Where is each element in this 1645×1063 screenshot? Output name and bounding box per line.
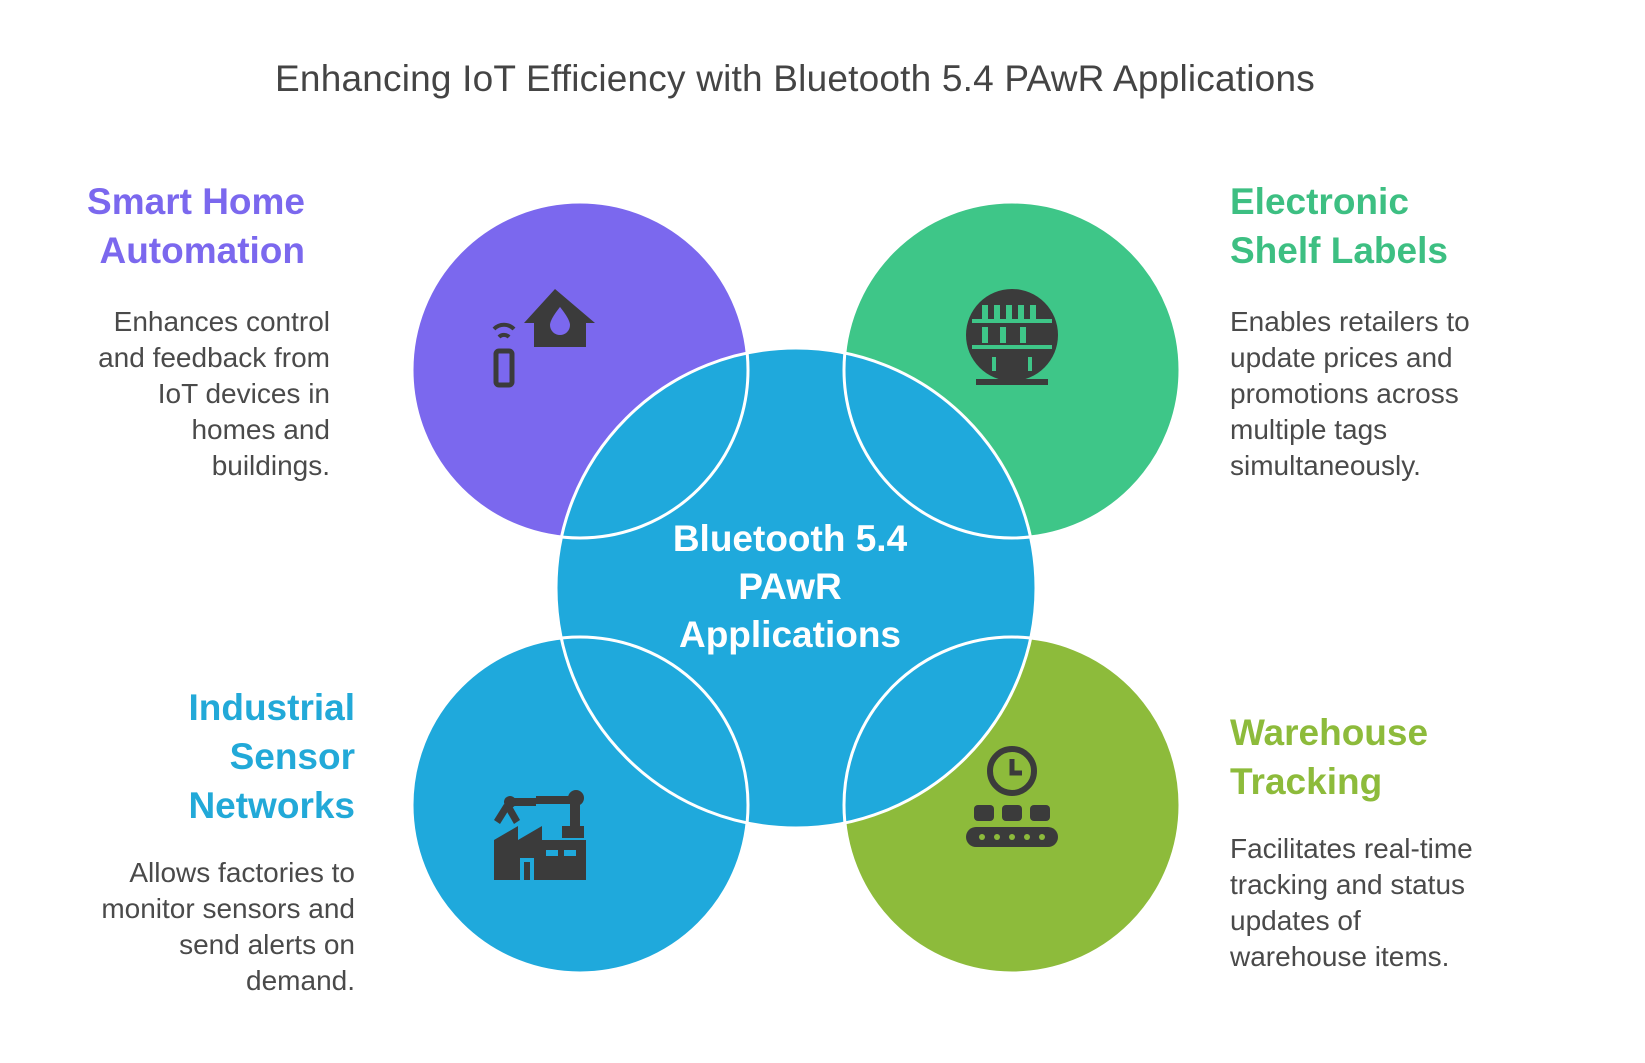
heading-line: Industrial (188, 687, 355, 728)
warehouse-description: Facilitates real-time tracking and statu… (1230, 831, 1570, 975)
description-line: buildings. (211, 450, 330, 481)
center-circle (554, 346, 1038, 830)
heading-line: Networks (188, 785, 355, 826)
smart-home-outline (410, 200, 750, 540)
description-line: updates of (1230, 905, 1361, 936)
description-line: homes and (191, 414, 330, 445)
shelf-labels-outline (842, 200, 1182, 540)
description-line: IoT devices in (157, 378, 330, 409)
description-line: update prices and (1230, 342, 1453, 373)
industrial-heading: Industrial Sensor Networks (55, 683, 355, 830)
description-line: Allows factories to (129, 857, 355, 888)
heading-line: Smart Home (87, 181, 305, 222)
factory-robot-icon (494, 790, 586, 880)
shelf-label-icon (966, 289, 1058, 385)
heading-line: Shelf Labels (1230, 230, 1448, 271)
heading-line: Warehouse (1230, 712, 1429, 753)
heading-line: Tracking (1230, 761, 1383, 802)
warehouse-outline (842, 635, 1182, 975)
diagram-title: Enhancing IoT Efficiency with Bluetooth … (275, 58, 1315, 99)
center-label: Bluetooth 5.4 PAwR Applications (640, 515, 940, 659)
description-line: Enables retailers to (1230, 306, 1470, 337)
heading-line: Automation (99, 230, 305, 271)
shelf-labels-heading: Electronic Shelf Labels (1230, 177, 1550, 275)
shelf-labels-description: Enables retailers to update prices and p… (1230, 304, 1550, 484)
warehouse-heading: Warehouse Tracking (1230, 708, 1550, 806)
description-line: promotions across (1230, 378, 1459, 409)
center-label-line: Bluetooth 5.4 (672, 518, 908, 559)
industrial-outline (410, 635, 750, 975)
description-line: Facilitates real-time (1230, 833, 1473, 864)
smart-home-heading: Smart Home Automation (5, 177, 305, 275)
smart-home-description: Enhances control and feedback from IoT d… (30, 304, 330, 484)
description-line: multiple tags (1230, 414, 1388, 445)
center-label-line: PAwR (738, 566, 842, 607)
description-line: simultaneously. (1230, 450, 1421, 481)
description-line: demand. (246, 965, 355, 996)
description-line: and feedback from (98, 342, 330, 373)
center-label-line: Applications (678, 614, 902, 655)
description-line: monitor sensors and (101, 893, 355, 924)
description-line: tracking and status (1230, 869, 1466, 900)
description-line: Enhances control (113, 306, 330, 337)
description-line: send alerts on (179, 929, 355, 960)
industrial-description: Allows factories to monitor sensors and … (35, 855, 355, 999)
smart-home-icon (492, 289, 595, 388)
conveyor-clock-icon (966, 746, 1058, 847)
heading-line: Electronic (1230, 181, 1409, 222)
description-line: warehouse items. (1230, 941, 1450, 972)
heading-line: Sensor (229, 736, 355, 777)
